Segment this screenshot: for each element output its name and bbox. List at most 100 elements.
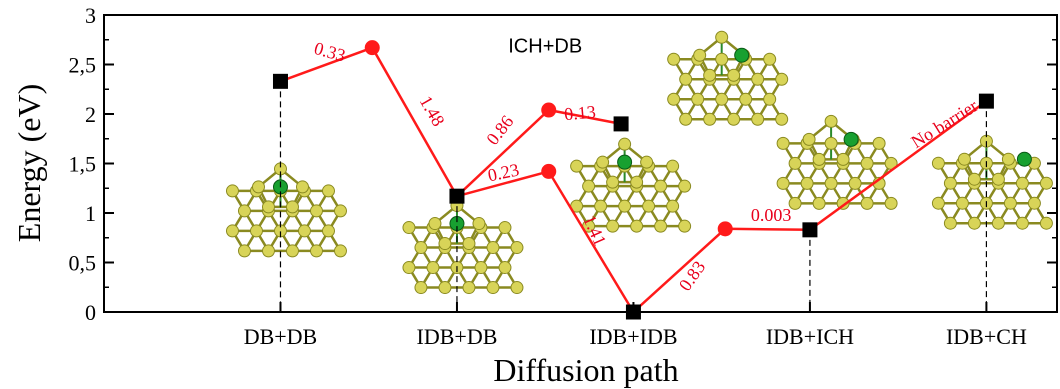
si-atom bbox=[848, 176, 862, 190]
si-atom bbox=[1015, 216, 1029, 230]
si-atom bbox=[678, 219, 692, 233]
si-atom bbox=[618, 199, 632, 213]
si-atom bbox=[727, 68, 741, 82]
si-atom bbox=[582, 179, 596, 193]
si-atom bbox=[703, 112, 717, 126]
state-marker bbox=[613, 116, 629, 132]
si-atom bbox=[438, 237, 452, 251]
si-atom bbox=[800, 176, 814, 190]
si-atom bbox=[775, 72, 789, 86]
si-atom bbox=[462, 237, 476, 251]
si-atom bbox=[237, 244, 251, 258]
si-atom bbox=[570, 159, 584, 173]
si-atom bbox=[642, 199, 656, 213]
si-atom bbox=[727, 112, 741, 126]
x-axis-title: Diffusion path bbox=[493, 352, 678, 388]
state-marker bbox=[449, 188, 465, 204]
si-atom bbox=[321, 184, 335, 198]
si-atom bbox=[426, 261, 440, 275]
si-atom bbox=[498, 221, 512, 235]
si-atom bbox=[955, 196, 969, 210]
si-atom bbox=[402, 261, 416, 275]
barrier-label: No barrier bbox=[908, 96, 982, 152]
y-tick-label: 3 bbox=[85, 3, 96, 28]
si-atom bbox=[596, 155, 610, 169]
si-atom bbox=[872, 136, 886, 150]
si-atom bbox=[606, 175, 620, 189]
si-atom bbox=[679, 72, 693, 86]
si-atom bbox=[824, 136, 838, 150]
si-atom bbox=[693, 48, 707, 62]
si-atom bbox=[428, 217, 442, 231]
si-atom bbox=[333, 204, 347, 218]
si-atom bbox=[751, 72, 765, 86]
si-atom bbox=[967, 172, 981, 186]
y-axis-title: Energy (eV) bbox=[11, 84, 47, 242]
si-atom bbox=[751, 112, 765, 126]
si-atom bbox=[414, 281, 428, 295]
si-atom bbox=[498, 261, 512, 275]
si-atom bbox=[321, 224, 335, 238]
si-atom bbox=[967, 216, 981, 230]
si-atom bbox=[237, 204, 251, 218]
x-tick-label: IDB+IDB bbox=[589, 324, 677, 349]
si-atom bbox=[776, 176, 790, 190]
si-atom bbox=[666, 199, 680, 213]
si-atom bbox=[678, 179, 692, 193]
si-atom bbox=[775, 112, 789, 126]
si-atom bbox=[691, 92, 705, 106]
y-tick-label: 1,5 bbox=[69, 152, 97, 177]
saddle-point-marker bbox=[364, 40, 380, 56]
si-atom bbox=[812, 152, 826, 166]
si-atom bbox=[788, 196, 802, 210]
si-atom bbox=[931, 156, 945, 170]
si-atom bbox=[1001, 152, 1015, 166]
barrier-label: 0.003 bbox=[751, 205, 792, 225]
dopant-atom bbox=[617, 154, 633, 170]
x-tick-label: DB+DB bbox=[244, 324, 318, 349]
si-atom bbox=[261, 244, 275, 258]
si-atom bbox=[957, 152, 971, 166]
x-tick-label: IDB+CH bbox=[946, 324, 1027, 349]
si-atom bbox=[836, 152, 850, 166]
si-atom bbox=[618, 137, 632, 151]
diffusion-path-line bbox=[632, 227, 810, 313]
diffusion-path-line bbox=[456, 108, 622, 198]
state-marker bbox=[272, 73, 288, 89]
state-marker bbox=[802, 222, 818, 238]
si-atom bbox=[402, 221, 416, 235]
si-atom bbox=[261, 200, 275, 214]
si-atom bbox=[333, 244, 347, 258]
si-atom bbox=[462, 281, 476, 295]
si-atom bbox=[666, 159, 680, 173]
silicon-cluster-icon bbox=[402, 199, 524, 295]
silicon-cluster-icon bbox=[225, 162, 347, 258]
si-atom bbox=[824, 176, 838, 190]
dopant-atom bbox=[1016, 151, 1032, 167]
si-atom bbox=[309, 244, 323, 258]
silicon-cluster-icon bbox=[667, 30, 789, 126]
si-atom bbox=[1039, 216, 1053, 230]
si-atom bbox=[594, 199, 608, 213]
si-atom bbox=[1003, 196, 1017, 210]
saddle-point-marker bbox=[541, 102, 557, 118]
x-tick-label: IDB+DB bbox=[417, 324, 498, 349]
state-drop-lines bbox=[279, 81, 988, 312]
si-atom bbox=[667, 92, 681, 106]
dopant-atom bbox=[734, 47, 750, 63]
si-atom bbox=[1039, 176, 1053, 190]
saddle-point-marker bbox=[541, 163, 557, 179]
si-atom bbox=[860, 156, 874, 170]
si-atom bbox=[606, 219, 620, 233]
barrier-label: 1.48 bbox=[416, 92, 449, 129]
si-atom bbox=[309, 204, 323, 218]
si-atom bbox=[679, 112, 693, 126]
barrier-label: 1.41 bbox=[579, 212, 610, 249]
y-tick-label: 1 bbox=[85, 201, 96, 226]
si-atom bbox=[776, 136, 790, 150]
si-atom bbox=[715, 30, 729, 44]
si-atom bbox=[654, 179, 668, 193]
si-atom bbox=[414, 241, 428, 255]
